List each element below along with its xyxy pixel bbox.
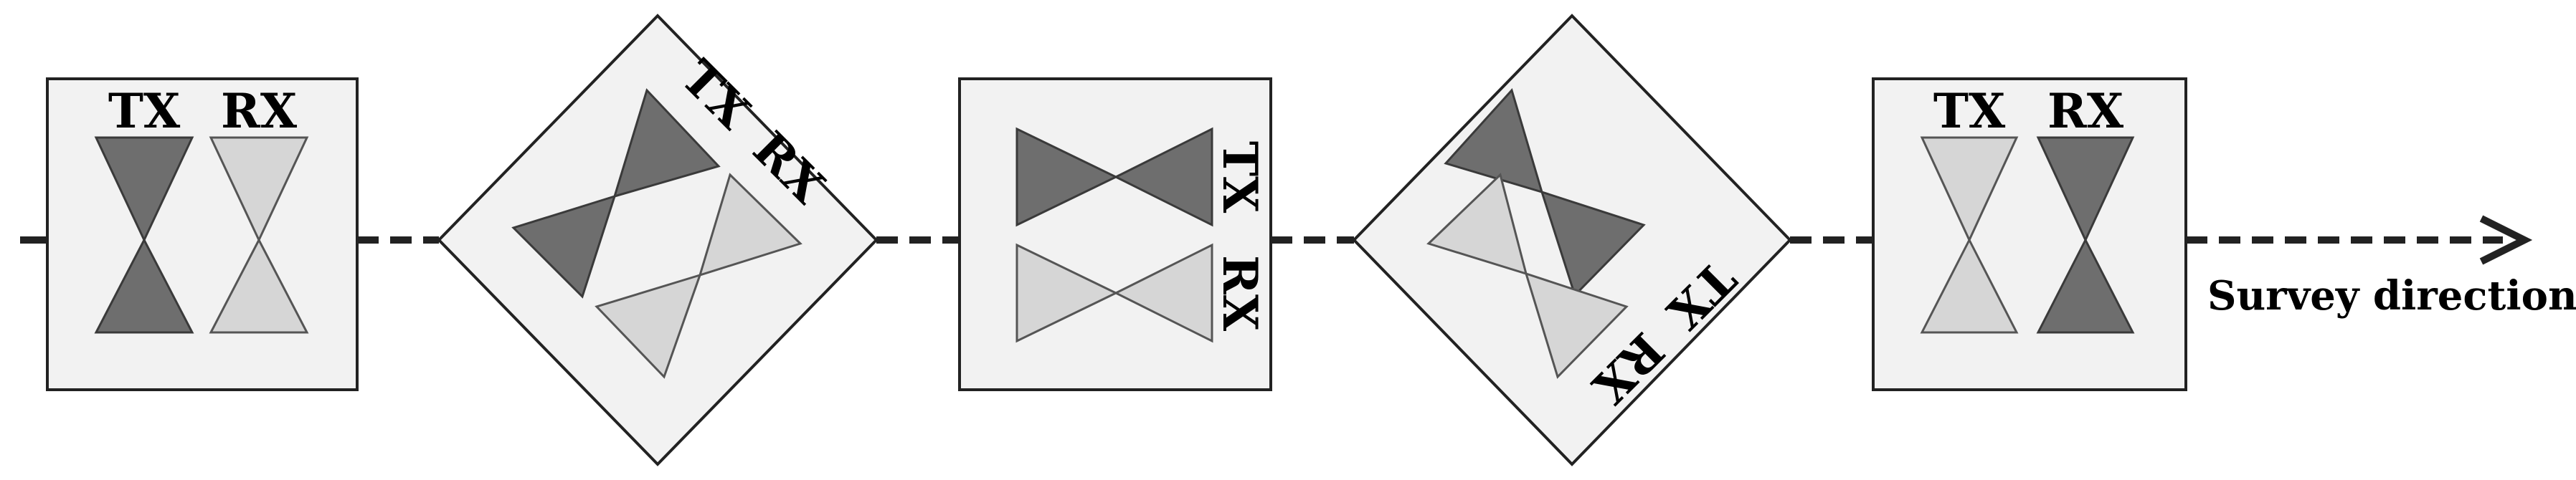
rx-coil-upper — [209, 136, 309, 243]
rx-coil-right — [1113, 243, 1213, 343]
rx-label: RX — [1212, 255, 1268, 332]
box-frame — [46, 77, 359, 391]
box-frame — [1872, 77, 2187, 391]
survey-direction-label: Survey direction — [2207, 272, 2576, 320]
tx-coil-left — [1015, 127, 1119, 227]
tx-coil-upper — [612, 88, 721, 198]
rx-coil-lower — [595, 273, 702, 379]
rx-coil-lower — [209, 237, 309, 334]
tx-coil-lower — [511, 194, 617, 299]
rx-coil-lower — [1524, 272, 1629, 379]
tx-coil-upper — [1920, 136, 2019, 243]
tx-label: TX — [108, 83, 181, 139]
box-frame — [958, 77, 1272, 391]
rx-coil-lower — [2036, 237, 2135, 334]
tx-coil-upper — [1444, 88, 1544, 194]
diamond-frame — [437, 14, 879, 466]
direction-arrow-head — [2479, 215, 2533, 265]
configuration-box-4: TX RX — [1352, 14, 1792, 466]
configuration-box-1: TX RX — [46, 77, 359, 391]
rx-label: RX — [2047, 83, 2124, 139]
rx-coil-upper — [698, 173, 802, 277]
rx-coil-upper — [2036, 136, 2135, 243]
configuration-box-5: TX RX — [1872, 77, 2187, 391]
tx-coil-lower — [1920, 237, 2019, 334]
rx-coil-left — [1015, 243, 1119, 343]
rx-coil-upper — [1426, 173, 1528, 276]
rx-label: RX — [221, 83, 298, 139]
tx-coil-upper — [94, 136, 194, 243]
tx-coil-lower — [94, 237, 194, 334]
tx-coil-right — [1113, 127, 1213, 227]
configuration-box-3: TX RX — [958, 77, 1272, 391]
tx-label: TX — [1212, 141, 1268, 213]
tx-label: TX — [1933, 83, 2006, 139]
configuration-box-2: TX RX — [437, 14, 879, 466]
tx-coil-lower — [1540, 190, 1646, 297]
